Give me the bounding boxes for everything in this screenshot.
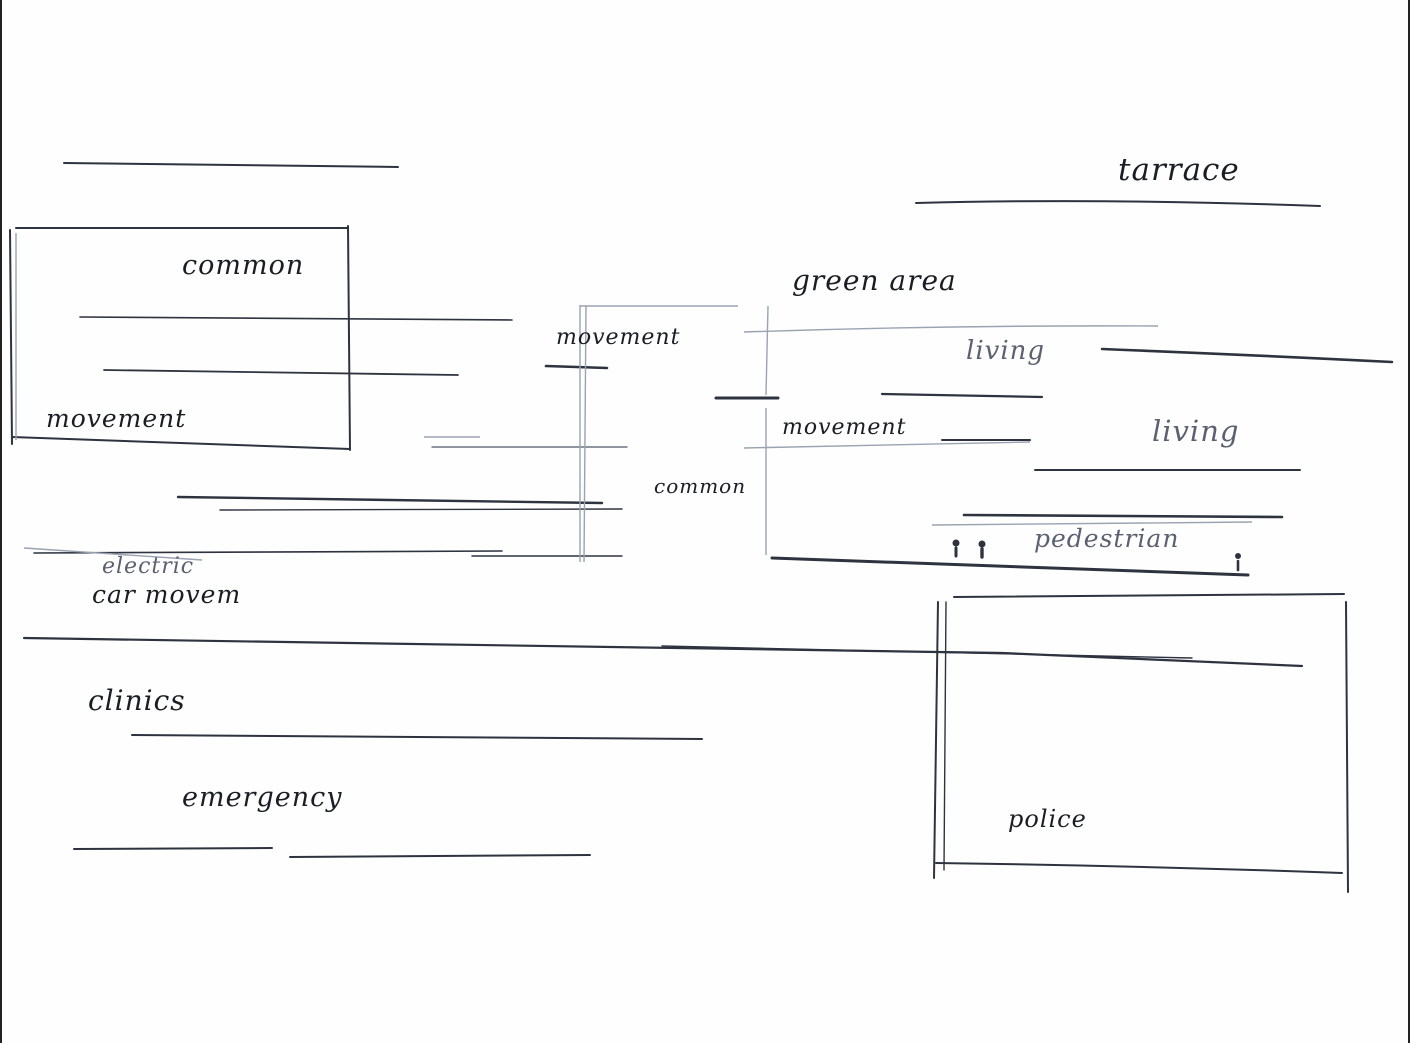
police-box-bottom bbox=[935, 862, 1343, 874]
label-police: police bbox=[1008, 805, 1087, 833]
label-car-movement: car movem bbox=[92, 580, 242, 609]
label-common-top-left: common bbox=[182, 250, 305, 281]
label-movement-right: movement bbox=[782, 415, 907, 440]
label-common-center: common bbox=[654, 474, 747, 498]
police-box-right bbox=[1345, 601, 1349, 893]
top-left-line bbox=[63, 162, 399, 168]
label-electric: electric bbox=[102, 554, 195, 579]
common-box-bottom bbox=[11, 436, 351, 450]
label-emergency: emergency bbox=[182, 782, 343, 813]
label-clinics: clinics bbox=[88, 684, 186, 717]
terrace-line bbox=[915, 200, 1321, 207]
label-living-1: living bbox=[966, 336, 1046, 366]
label-living-2: living bbox=[1152, 414, 1240, 448]
label-terrace: tarrace bbox=[1118, 152, 1240, 188]
police-box-left bbox=[933, 601, 939, 879]
common-box-right bbox=[347, 225, 351, 451]
label-green-area: green area bbox=[792, 264, 957, 297]
label-movement-center: movement bbox=[556, 325, 681, 350]
label-pedestrian: pedestrian bbox=[1034, 524, 1180, 553]
common-box-left bbox=[9, 229, 13, 445]
label-movement-left: movement bbox=[46, 404, 187, 433]
